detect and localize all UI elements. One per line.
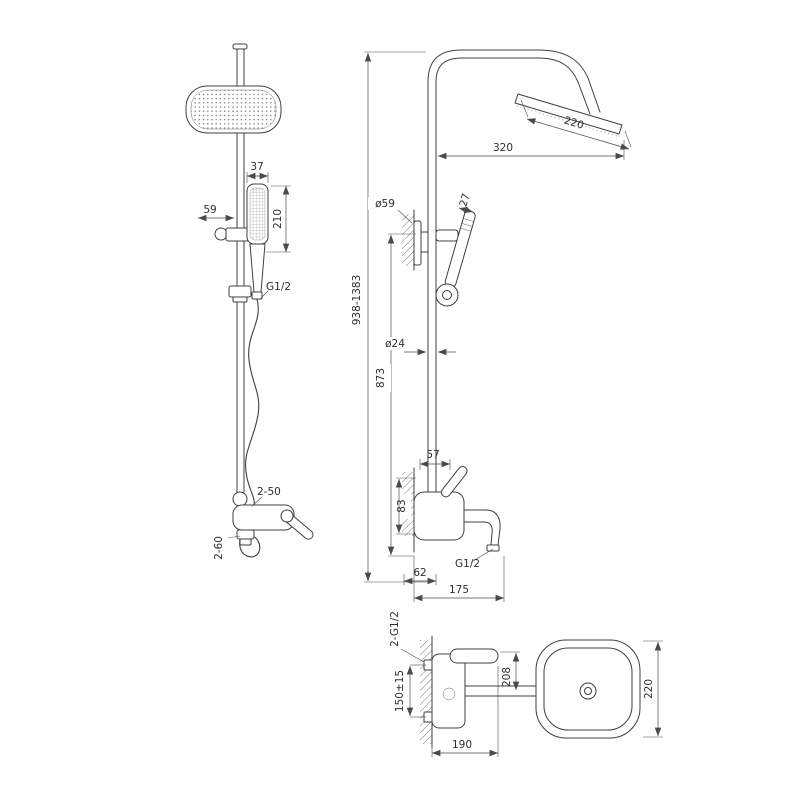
dim-head-reach: 320 (493, 142, 513, 154)
mixer-top-view (423, 648, 499, 729)
dim-head-size: 220 (643, 679, 655, 699)
overhead-shower-front (185, 85, 282, 134)
dim-overall-height: 938-1383 (351, 275, 363, 326)
dim-flange-diameter: ø59 (375, 198, 395, 210)
dim-spout-offset: 57 (426, 449, 439, 461)
front-view: 37 59 210 G1/2 2-50 2-60 (185, 43, 314, 560)
dim-head-width: 220 (563, 115, 586, 132)
top-view: 2-G1/2 150±15 208 220 190 (389, 611, 663, 757)
hand-shower-holder (214, 227, 250, 242)
dim-handheld-length: 210 (272, 209, 284, 229)
dim-bottom-holes: 2-60 (213, 536, 225, 560)
mixer-side (413, 466, 501, 552)
hand-shower-front (246, 183, 269, 300)
dim-column-height: 873 (375, 368, 387, 388)
dim-top-holes: 2-50 (257, 486, 281, 498)
hand-shower-side (435, 210, 476, 307)
mixer-handle-top-view (449, 648, 499, 664)
dim-handheld-diameter: 27 (458, 192, 473, 208)
mixer-handle-side (440, 466, 468, 498)
wall-hatch-top (402, 214, 414, 266)
dim-inlet-spacing: 150±15 (394, 670, 406, 712)
dim-hose-thread: G1/2 (266, 281, 291, 293)
dim-outlet-thread: G1/2 (455, 558, 480, 570)
slider-bracket (228, 285, 252, 303)
mixer-outlet-front (236, 529, 255, 540)
dim-handheld-width: 37 (250, 161, 263, 173)
front-dimensions: 37 59 210 G1/2 2-50 2-60 (197, 161, 291, 560)
overhead-shower-top-view (535, 639, 641, 739)
spout-side (463, 509, 501, 546)
dim-bracket-height: 83 (396, 499, 408, 512)
dim-pipe-diameter: ø24 (385, 338, 405, 350)
side-view: 220 320 938-1383 873 ø59 27 ø24 (351, 49, 632, 602)
dim-wall-offset: 62 (413, 567, 426, 579)
mixer-front (232, 491, 314, 546)
side-dimensions: 220 320 938-1383 873 ø59 27 ø24 (351, 51, 632, 602)
gooseneck-pipe (427, 49, 601, 493)
dim-spout-length: 208 (501, 667, 513, 687)
dim-inlet-thread: 2-G1/2 (389, 611, 401, 647)
wall-hatch-top-view (420, 640, 432, 744)
dim-body-length: 190 (452, 739, 472, 751)
dim-spout-reach: 175 (449, 584, 469, 596)
top-dimensions: 2-G1/2 150±15 208 220 190 (389, 611, 663, 757)
wall-mount-top (402, 209, 429, 271)
wall-section-top-view (420, 635, 433, 749)
dim-handheld-offset: 59 (203, 204, 216, 216)
